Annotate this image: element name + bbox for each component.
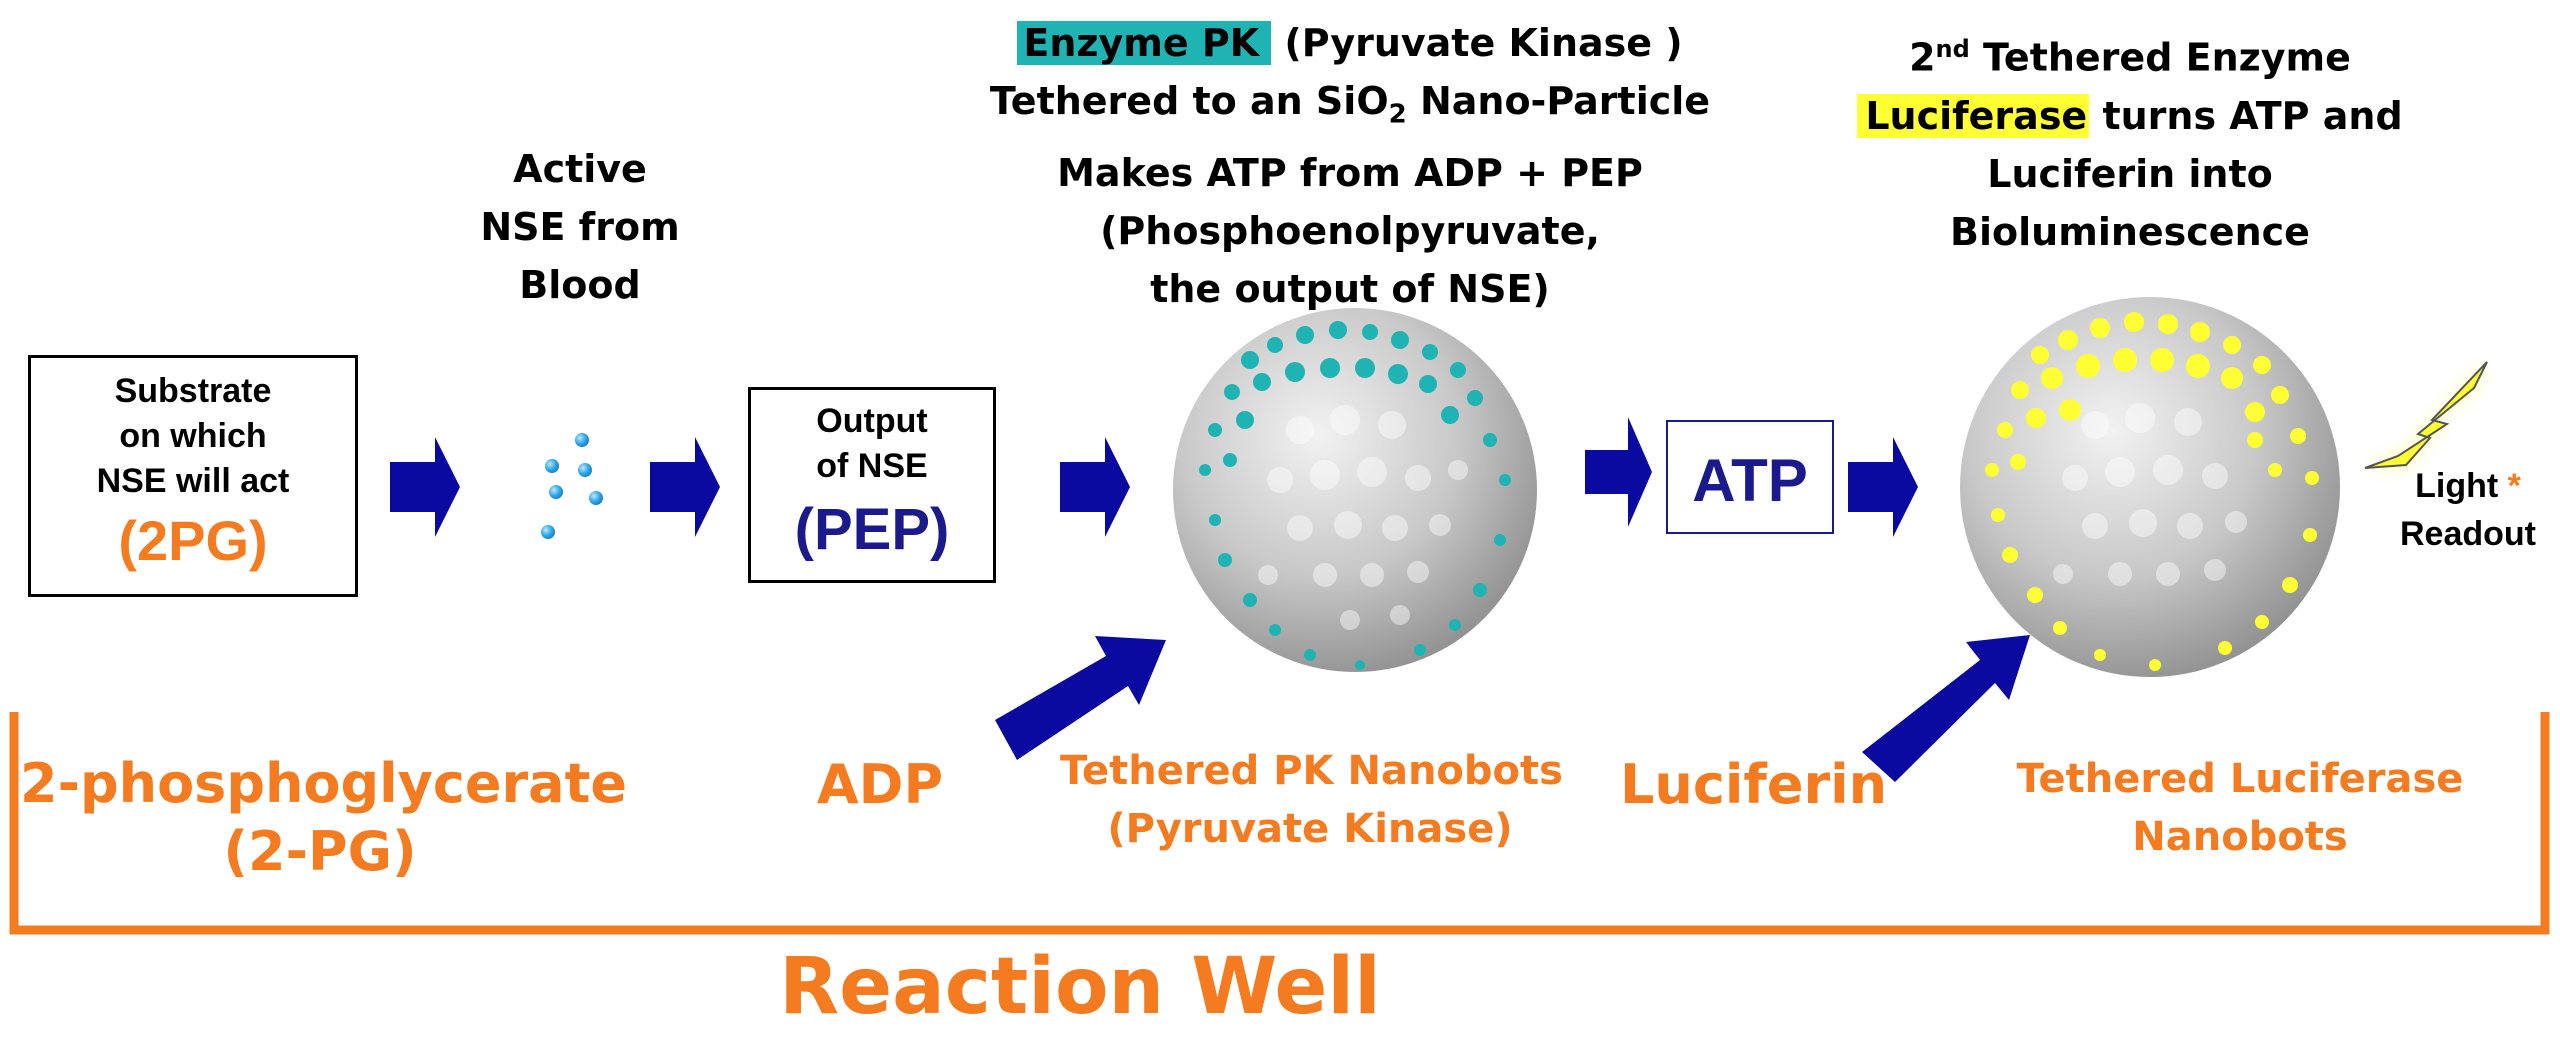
substrate-line: Substrate xyxy=(114,372,272,410)
arrow-pk-to-atp xyxy=(1585,417,1652,527)
tethered-post: Nano-Particle xyxy=(1406,79,1711,123)
output-line: of NSE xyxy=(816,447,928,485)
bioluminescence: Bioluminescence xyxy=(1950,209,2310,254)
luc-nanobots-line: Tethered Luciferase xyxy=(2016,756,2464,802)
active-nse-line: NSE from xyxy=(480,205,680,249)
enzyme-pk-highlight: Enzyme PK xyxy=(1017,21,1272,65)
tethered-enzyme-text: Tethered Enzyme xyxy=(1969,35,2351,80)
pk-enzyme-caption: Enzyme PK (Pyruvate Kinase ) Tethered to… xyxy=(960,14,1740,318)
light-label: Light xyxy=(2415,467,2499,505)
output-line: Output xyxy=(816,402,928,440)
substrate-line: on which xyxy=(119,417,267,455)
arrow-adp-to-pk xyxy=(995,636,1166,760)
output-value: (PEP) xyxy=(794,497,950,562)
output-box: Output of NSE (PEP) xyxy=(748,387,996,583)
two-pg-abbrev: (2-PG) xyxy=(223,820,417,883)
luciferase-turns: turns ATP and xyxy=(2089,93,2403,138)
pk-nanobots-line: (Pyruvate Kinase) xyxy=(1107,806,1513,852)
luciferin-into: Luciferin into xyxy=(1987,151,2273,196)
readout-label: Readout xyxy=(2400,515,2536,553)
light-asterisk: * xyxy=(2507,467,2521,505)
two-pg-name: 2-phosphoglycerate xyxy=(20,752,628,815)
pk-pep-name: (Phosphoenolpyruvate, xyxy=(1100,208,1600,253)
luciferin-label: Luciferin xyxy=(1620,753,1888,816)
arrow-output-to-pk xyxy=(1060,437,1130,537)
active-nse-line: Active xyxy=(513,147,647,191)
arrow-luciferin-to-luciferase xyxy=(1862,635,2030,782)
arrow-atp-to-luciferase xyxy=(1848,437,1918,537)
tethered-pre: Tethered to an SiO xyxy=(989,79,1389,123)
active-nse-line: Blood xyxy=(519,263,641,307)
atp-value: ATP xyxy=(1692,447,1808,514)
pk-output-of-nse: the output of NSE) xyxy=(1150,266,1550,311)
pk-nanoparticle-sphere xyxy=(1173,308,1537,672)
nse-molecules-icon xyxy=(541,433,603,539)
atp-box: ATP xyxy=(1666,420,1834,534)
substrate-line: NSE will act xyxy=(96,462,290,500)
arrow-substrate-to-nse xyxy=(390,437,460,537)
luciferase-nanoparticle-sphere xyxy=(1960,297,2340,677)
reaction-well-bracket xyxy=(9,712,2550,935)
pk-makes-atp: Makes ATP from ADP + PEP xyxy=(1057,150,1643,195)
adp-label: ADP xyxy=(816,753,944,816)
reaction-well-label: Reaction Well xyxy=(779,942,1381,1032)
sio2-subscript: 2 xyxy=(1388,99,1407,130)
substrate-value: (2PG) xyxy=(118,509,268,572)
two-pg-label: 2-phosphoglycerate (2-PG) xyxy=(20,750,628,886)
arrow-nse-to-output xyxy=(650,437,720,537)
luc-nanobots-line: Nanobots xyxy=(2132,814,2348,860)
second-num: 2 xyxy=(1909,35,1936,80)
substrate-box: Substrate on which NSE will act (2PG) xyxy=(28,355,358,597)
luciferase-highlight: Luciferase xyxy=(1857,93,2090,138)
enzyme-pk-rest: (Pyruvate Kinase ) xyxy=(1271,21,1683,65)
active-nse-caption: Active NSE from Blood xyxy=(440,140,720,314)
luciferase-nanobots-label: Tethered Luciferase Nanobots xyxy=(2010,750,2470,866)
light-readout: Light * Readout xyxy=(2378,462,2558,558)
flow-arrows xyxy=(390,417,2030,782)
second-sup: nd xyxy=(1935,35,1970,63)
pk-nanobots-label: Tethered PK Nanobots (Pyruvate Kinase) xyxy=(1060,742,1563,858)
pk-nanobots-line: Tethered PK Nanobots xyxy=(1060,748,1563,794)
lightning-bolt-icon xyxy=(2364,361,2488,469)
luciferase-enzyme-caption: 2nd Tethered Enzyme Luciferase turns ATP… xyxy=(1790,20,2470,261)
